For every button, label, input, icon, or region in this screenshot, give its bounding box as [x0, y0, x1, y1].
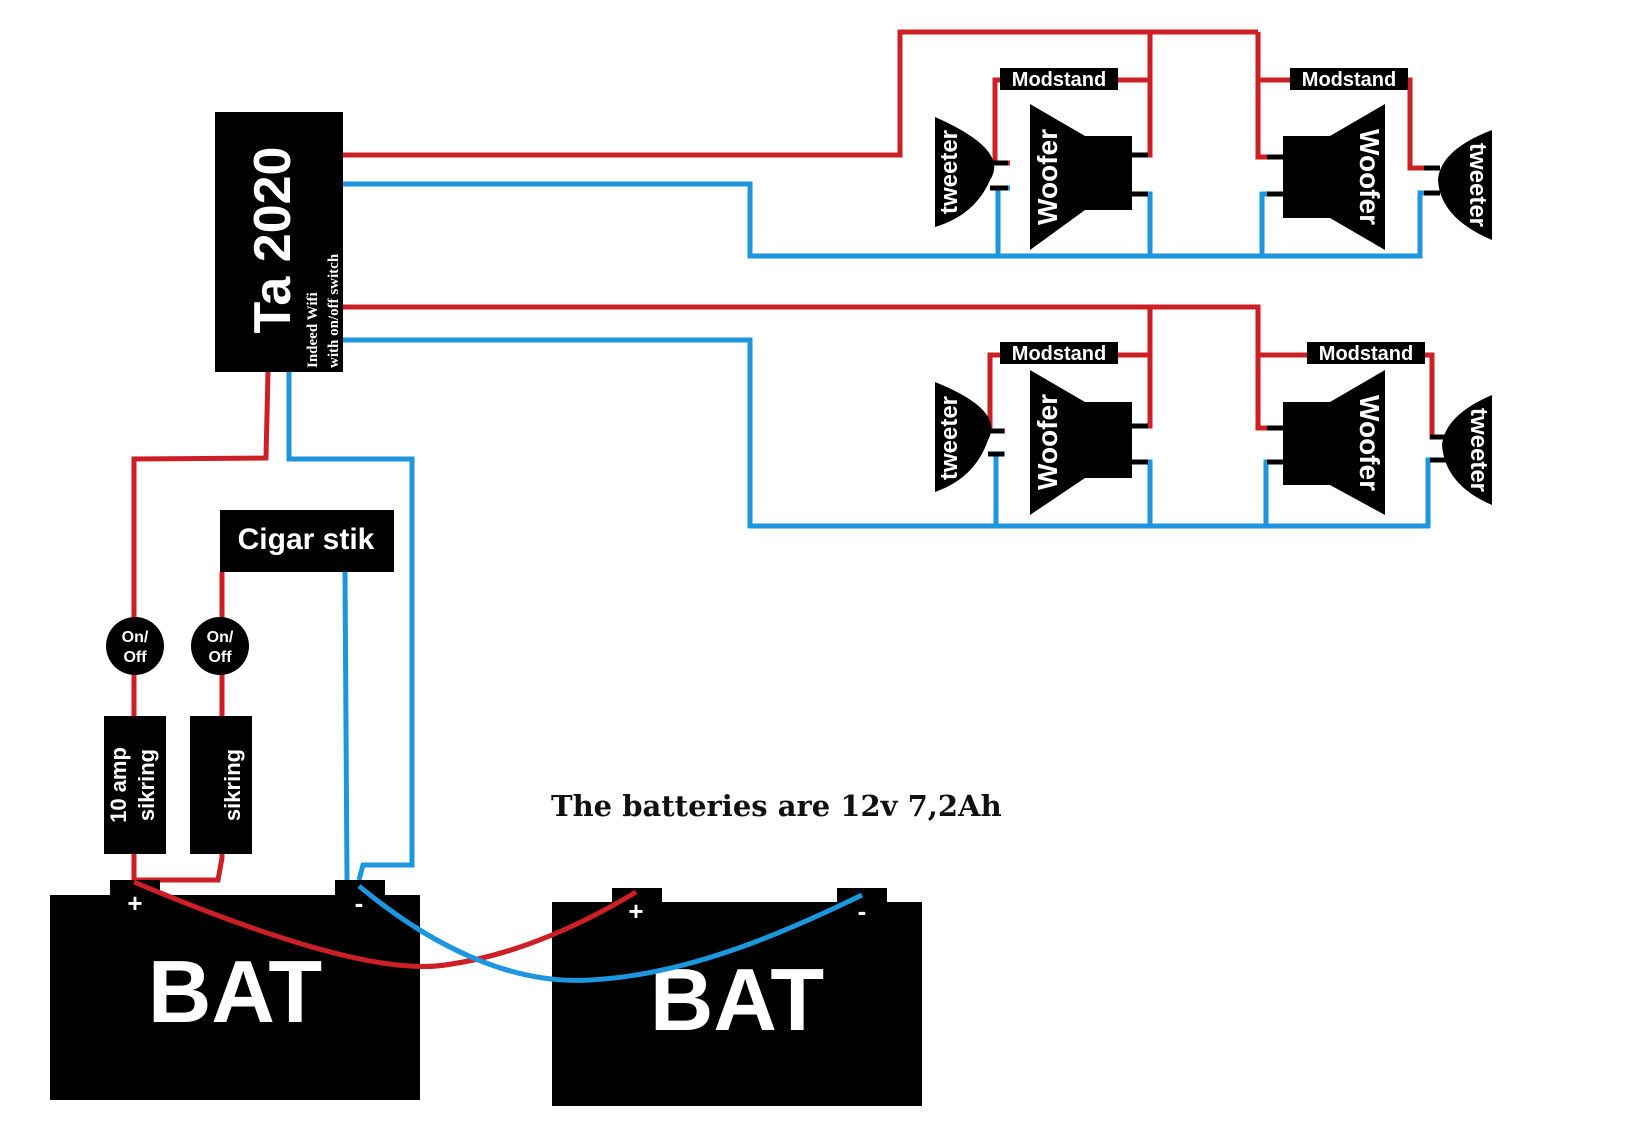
wire-battery-link-positive-overlay	[133, 879, 638, 970]
tweeter-upper-left: tweeter	[935, 117, 1008, 227]
wire-lower-neg-tw1	[993, 451, 1005, 526]
resistor-body	[1290, 68, 1408, 90]
battery-left: + - BAT	[50, 880, 420, 1100]
tweeter-body	[1442, 395, 1492, 505]
woofer-label: Woofer	[1032, 394, 1063, 490]
woofer-lower-right: Woofer	[1267, 370, 1385, 515]
switch-label-2: Off	[123, 649, 147, 666]
switch-label-2: Off	[208, 649, 232, 666]
resistor-upper-left: Modstand	[1000, 68, 1118, 91]
fuse-label-2: sikring	[134, 749, 159, 821]
tweeter-body	[1438, 130, 1492, 240]
fuse-main: 10 amp sikring	[104, 716, 166, 854]
switch-label-1: On/	[122, 629, 149, 646]
switch-body	[191, 617, 249, 675]
resistor-label: Modstand	[1012, 343, 1106, 365]
battery-body	[50, 895, 420, 1100]
wire-upper-positive	[330, 29, 1258, 158]
speaker-group-lower: tweeter Woofer Modstand Modstand Woofer …	[935, 342, 1492, 515]
speaker-group-upper: tweeter Woofer Modstand Modstand Woofer	[935, 68, 1492, 250]
woofer-body	[1283, 104, 1385, 250]
fuse-label-1: 10 amp	[106, 747, 131, 823]
tweeter-label: tweeter	[1465, 408, 1492, 492]
tweeter-lower-right: tweeter	[1430, 395, 1492, 505]
tweeter-upper-right: tweeter	[1424, 130, 1492, 240]
battery-spec-note: The batteries are 12v 7,2Ah	[551, 789, 1002, 823]
resistor-label: Modstand	[1302, 69, 1396, 91]
resistor-upper-right: Modstand	[1290, 68, 1408, 91]
tweeter-label: tweeter	[936, 130, 963, 214]
cigar-socket-body	[220, 510, 394, 572]
wire-lower-neg-wf1	[1135, 459, 1153, 526]
amplifier-note-1: Indeed Wifi	[305, 292, 321, 368]
battery-label: BAT	[148, 942, 322, 1041]
fuse-body	[190, 716, 252, 854]
battery-minus-label: -	[858, 896, 867, 926]
battery-plus-label: +	[628, 896, 643, 926]
wire-upper-neg-wf2	[1259, 191, 1283, 256]
battery-minus-label: -	[355, 888, 364, 918]
switch-main: On/ Off	[106, 617, 164, 675]
wire-battery-link-negative-overlay	[357, 884, 864, 983]
tweeter-label: tweeter	[936, 396, 963, 480]
switch-body	[106, 617, 164, 675]
resistor-lower-left: Modstand	[1000, 342, 1118, 365]
woofer-body	[1283, 370, 1385, 515]
fuse-cigar: sikring	[190, 716, 252, 854]
battery-plus-label: +	[127, 888, 142, 918]
switch-label-1: On/	[207, 629, 234, 646]
wire-upper-tap-woofer2	[1255, 32, 1283, 160]
wire-lower-negative	[330, 337, 1444, 529]
wire-lower-neg-wf2	[1263, 459, 1283, 526]
wire-upper-neg-tw1	[995, 185, 1010, 256]
resistor-label: Modstand	[1012, 69, 1106, 91]
resistor-body	[1000, 68, 1118, 90]
fuse-body	[104, 716, 166, 854]
battery-body	[552, 902, 922, 1106]
amplifier-body	[215, 112, 343, 372]
wire-cigar-negative	[342, 571, 350, 881]
wire-lower-tap-woofer1	[1135, 307, 1153, 429]
amplifier-name: Ta 2020	[244, 147, 302, 334]
woofer-label: Woofer	[1032, 129, 1063, 225]
woofer-body	[1030, 370, 1132, 515]
tweeter-label: tweeter	[1464, 143, 1491, 227]
tweeter-lower-left: tweeter	[935, 382, 1004, 492]
wire-upper-neg-wf1	[1135, 191, 1153, 256]
tweeter-body	[935, 117, 995, 227]
cigar-socket-label: Cigar stik	[238, 523, 375, 556]
woofer-upper-left: Woofer	[1030, 104, 1148, 250]
amplifier-module: Ta 2020 Indeed Wifi with on/off switch	[215, 112, 343, 372]
resistor-label: Modstand	[1319, 343, 1413, 365]
switch-cigar: On/ Off	[191, 617, 249, 675]
fuse-label: sikring	[220, 749, 245, 821]
woofer-body	[1030, 104, 1132, 250]
wire-lower-positive	[330, 304, 1283, 431]
resistor-body	[1307, 342, 1425, 364]
woofer-label: Woofer	[1354, 395, 1385, 491]
cigar-socket: Cigar stik	[220, 510, 394, 572]
tweeter-body	[935, 382, 992, 492]
woofer-label: Woofer	[1354, 129, 1385, 225]
woofer-upper-right: Woofer	[1267, 104, 1385, 250]
wire-cigar-positive	[134, 572, 225, 883]
wire-amp-negative	[286, 372, 415, 881]
resistor-body	[1000, 342, 1118, 364]
resistor-lower-right: Modstand	[1307, 342, 1425, 365]
battery-right: + - BAT	[552, 888, 922, 1106]
wire-upper-negative	[330, 181, 1436, 259]
amplifier-note-2: with on/off switch	[326, 253, 342, 368]
wire-upper-tap-woofer1	[1135, 32, 1153, 158]
woofer-lower-left: Woofer	[1030, 370, 1148, 515]
wires-overlay	[133, 879, 864, 983]
